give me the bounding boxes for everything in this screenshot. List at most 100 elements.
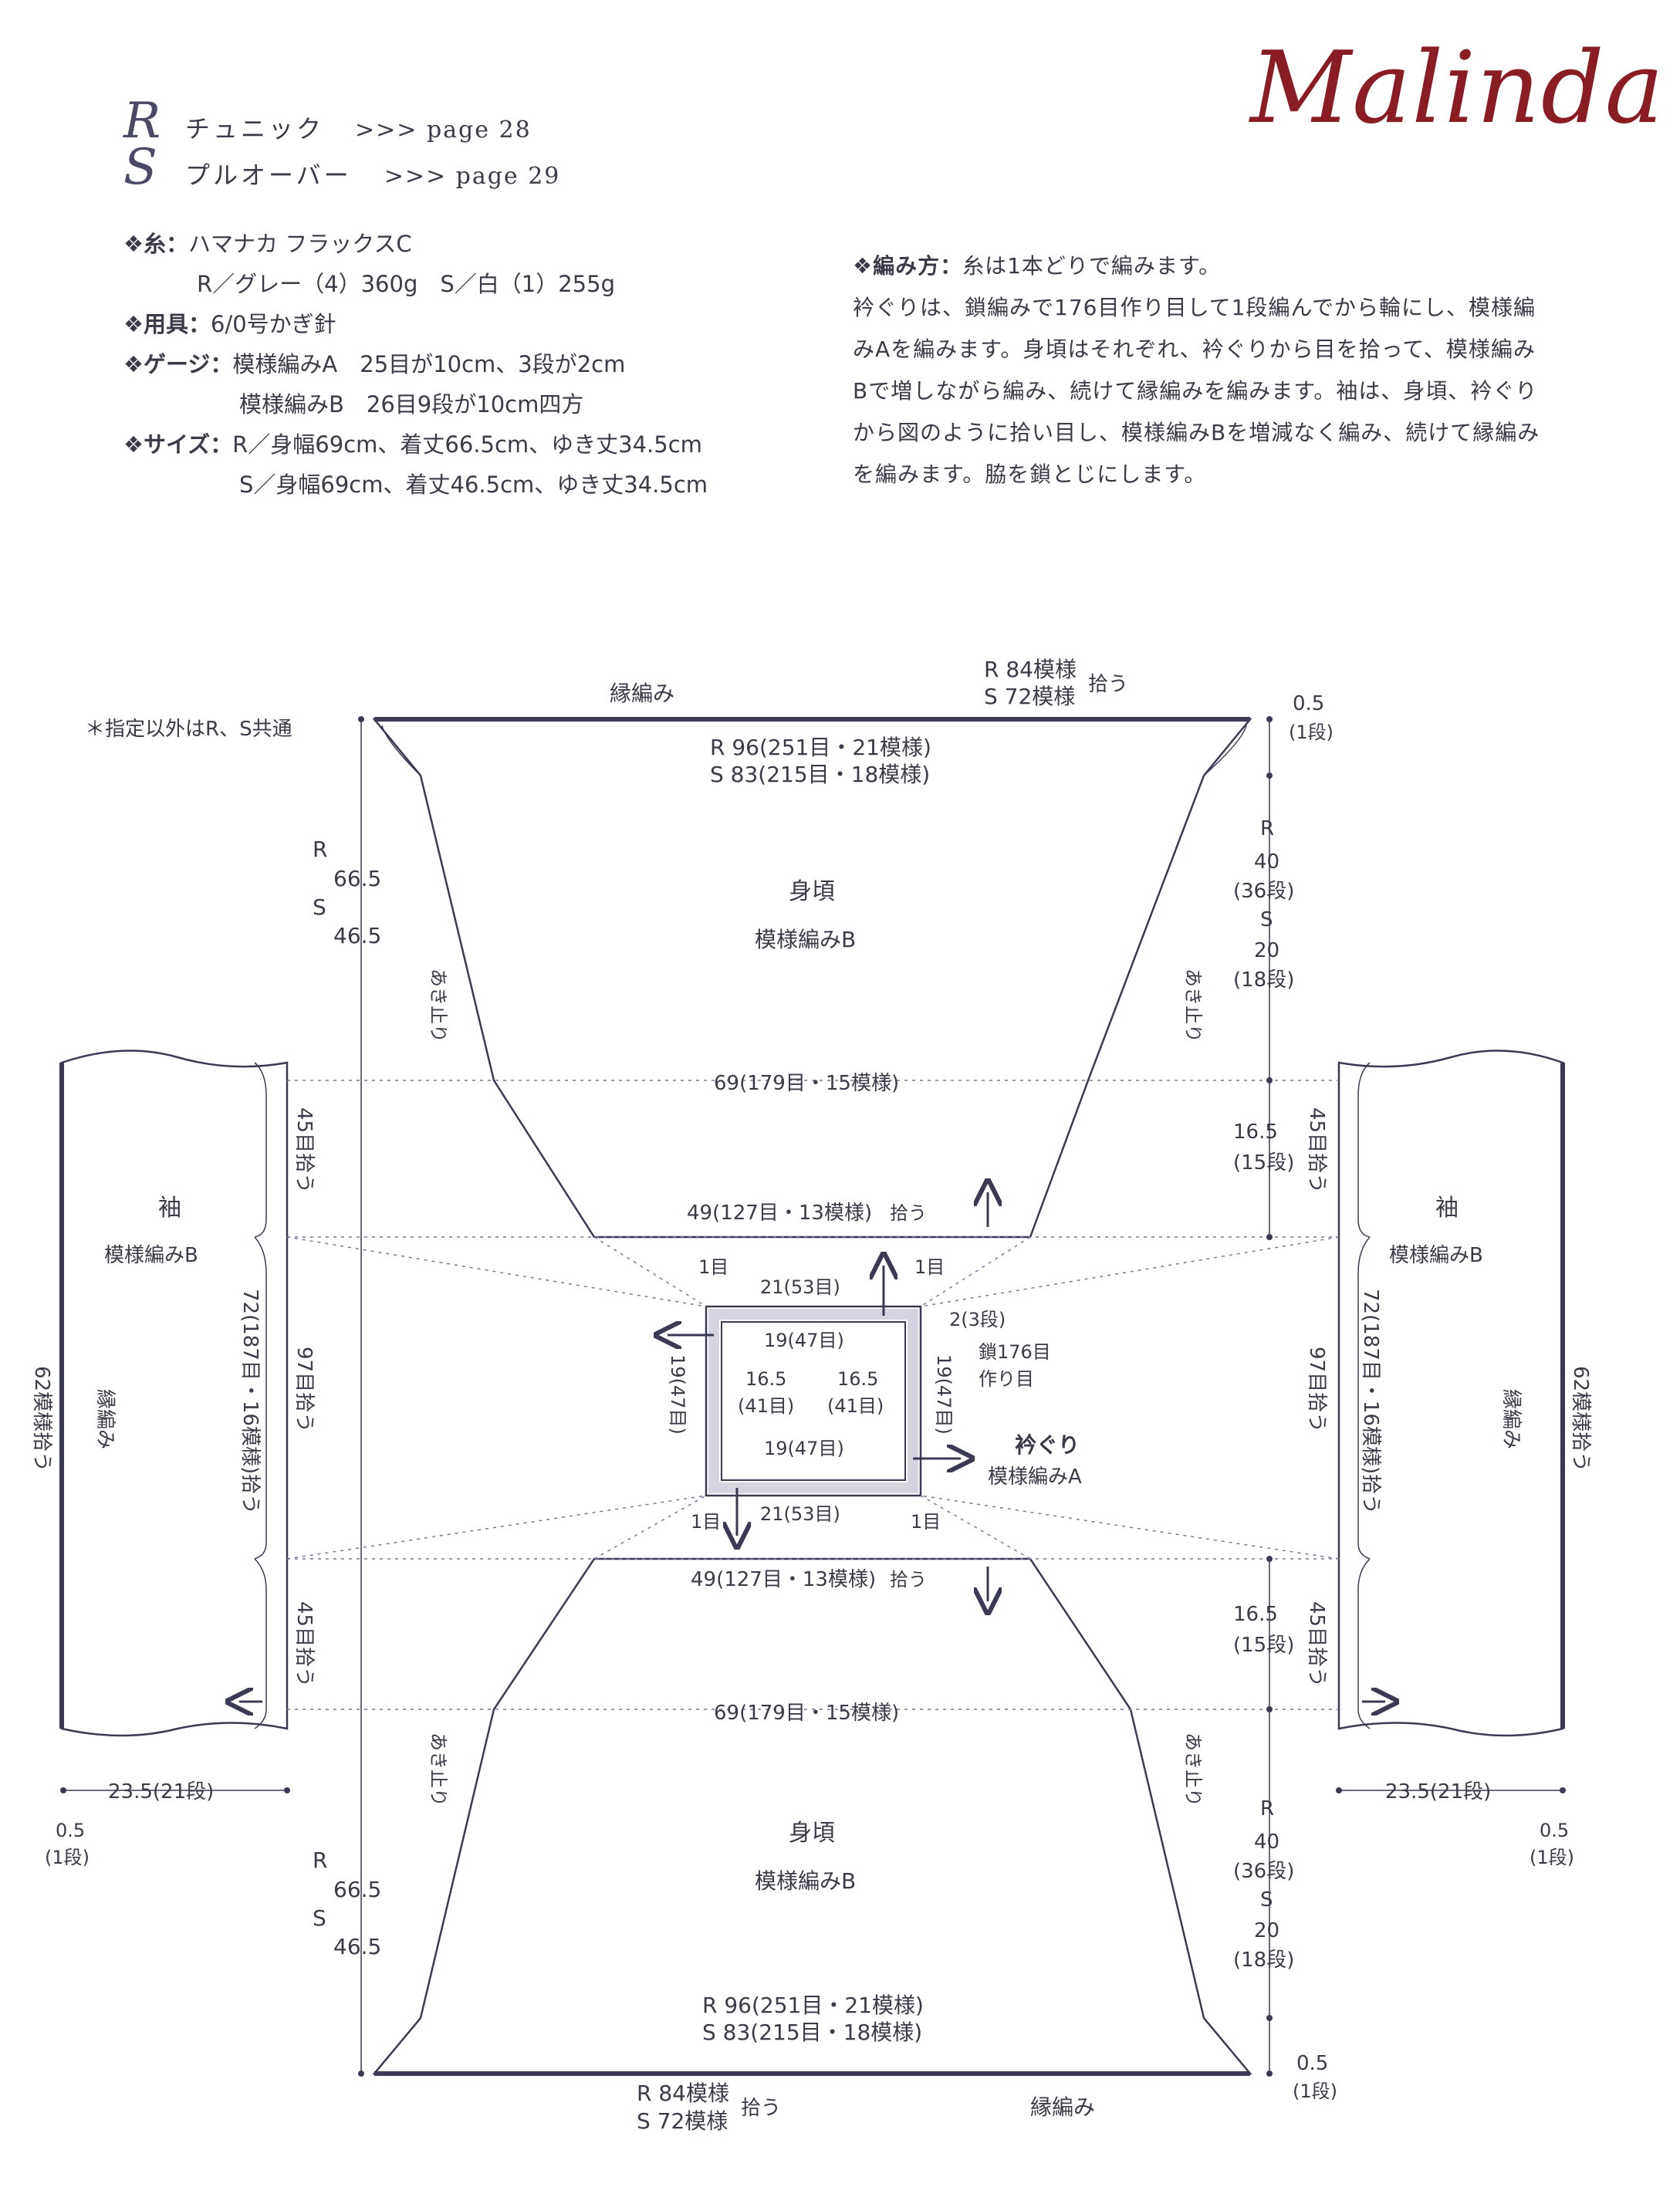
bottom-body-pattern: 模様編みB	[755, 1868, 856, 1894]
right-1row: (1段)	[1530, 1847, 1574, 1868]
height-r-top-val: 66.5	[333, 866, 381, 891]
collar-inner	[721, 1321, 906, 1481]
width-69-bot: 69(179目・15模様)	[714, 1702, 899, 1725]
height-s-bot-val: 46.5	[333, 1934, 381, 1959]
top-pick-r: R 84模様	[984, 657, 1077, 682]
right-len: 23.5(21段)	[1385, 1780, 1491, 1803]
top-pick-s: S 72模様	[984, 684, 1075, 709]
width-69-top: 69(179目・15模様)	[714, 1072, 899, 1095]
height-r-bot: R	[313, 1847, 327, 1873]
st1-tr: 1目	[914, 1256, 945, 1278]
side-r-bot-val: 40	[1254, 1830, 1279, 1854]
left-sleeve-pattern: 模様編みB	[104, 1244, 198, 1267]
tool-value: 6/0号かぎ針	[211, 311, 336, 337]
opening-top-left: あき止り	[428, 968, 449, 1043]
right-pick45-top: 45目拾う	[1305, 1107, 1328, 1193]
size-r: R／身幅69cm、着丈66.5cm、ゆき丈34.5cm	[232, 431, 702, 458]
side-r-top-val: 40	[1254, 850, 1279, 874]
neckline-pattern: 模様編みA	[988, 1465, 1082, 1489]
right-pick45-bot: 45目拾う	[1305, 1601, 1328, 1687]
height-s-bot: S	[313, 1905, 326, 1931]
spec-block: ❖糸：ハマナカ フラックスC R／グレー（4）360g S／白（1）255g ❖…	[123, 224, 708, 505]
right-pick62: 62模様拾う	[1569, 1366, 1592, 1472]
edge-bot-1row: (1段)	[1293, 2081, 1337, 2102]
gauge-label: ❖ゲージ：	[123, 351, 233, 377]
st1-tl: 1目	[698, 1256, 728, 1278]
left-05: 0.5	[56, 1820, 85, 1841]
collar-2rows: 2(3段)	[949, 1309, 1006, 1330]
st1-br: 1目	[911, 1511, 941, 1533]
bottom-pick-s: S 72模様	[637, 2108, 728, 2134]
side-s-top-rows: (18段)	[1233, 968, 1294, 992]
ref-name-tunic: チュニック	[185, 114, 325, 144]
side-r-top-rows: (36段)	[1233, 880, 1294, 903]
left-sleeve-outline	[60, 1050, 289, 1737]
opening-bot-left: あき止り	[428, 1732, 449, 1807]
howto-label: ❖編み方：	[853, 253, 963, 279]
height-s-top-val: 46.5	[333, 923, 381, 948]
howto-lead: 糸は1本どりで編みます。	[962, 253, 1222, 279]
ref-page-28: >>> page 28	[355, 117, 532, 144]
yarn-detail: R／グレー（4）360g S／白（1）255g	[197, 271, 615, 297]
side-s-top: S	[1260, 908, 1273, 931]
edge-top-1row: (1段)	[1289, 722, 1334, 743]
left-pick97: 97目拾う	[292, 1347, 316, 1432]
size-s: S／身幅69cm、着丈46.5cm、ゆき丈34.5cm	[239, 472, 708, 498]
ref-letter-s: S	[123, 139, 157, 196]
note-common: ＊指定以外はR、S共通	[85, 718, 292, 741]
ref-page-29: >>> page 29	[384, 163, 561, 190]
bottom-width-s: S 83(215目・18模様)	[702, 2020, 922, 2045]
collar-right-41: (41目)	[827, 1395, 884, 1417]
top-width-r: R 96(251目・21模様)	[710, 735, 931, 760]
height-r-bot-val: 66.5	[333, 1877, 381, 1902]
bottom-body-label: 身頃	[789, 1820, 835, 1847]
top-pick-label: 拾う	[1088, 673, 1128, 696]
ref-tunic: R チュニック >>> page 28	[123, 93, 532, 150]
left-1row: (1段)	[45, 1847, 90, 1868]
ref-pullover: S プルオーバー >>> page 29	[123, 139, 560, 196]
collar-top-21: 21(53目)	[760, 1276, 840, 1298]
bottom-pick-r: R 84模様	[637, 2081, 729, 2106]
right-sleeve-label: 袖	[1435, 1195, 1459, 1222]
top-body-outline	[372, 718, 1252, 1239]
side-r-bot: R	[1260, 1797, 1274, 1820]
left-len: 23.5(21段)	[108, 1780, 214, 1803]
right-sleeve-pattern: 模様編みB	[1389, 1244, 1483, 1267]
edge-bot-05: 0.5	[1296, 2052, 1328, 2075]
ref-name-pullover: プルオーバー	[185, 161, 352, 190]
collar-outer	[705, 1305, 922, 1497]
width-49-top: 49(127目・13模様)	[687, 1202, 872, 1225]
left-pick45-top: 45目拾う	[292, 1107, 316, 1193]
width-49-top-pick: 拾う	[890, 1202, 927, 1224]
top-edge-label: 縁編み	[610, 681, 674, 706]
neckline-label: 衿ぐり	[1015, 1432, 1080, 1458]
opening-bot-right: あき止り	[1182, 1732, 1204, 1807]
width-49-bot-pick: 拾う	[890, 1569, 927, 1590]
left-sleeve-label: 袖	[158, 1195, 181, 1222]
ref-letter-r: R	[123, 93, 161, 150]
bottom-width-r: R 96(251目・21模様)	[702, 1993, 924, 2018]
left-sleeve-width: 72(187目・16模様)拾う	[238, 1289, 262, 1514]
opening-top-right: あき止り	[1182, 968, 1204, 1043]
collar-bot-21: 21(53目)	[760, 1503, 840, 1525]
left-pick62: 62模様拾う	[30, 1366, 53, 1472]
top-width-s: S 83(215目・18模様)	[710, 762, 930, 787]
collar-right-19: 19(47目)	[933, 1354, 955, 1435]
gauge-a: 模様編みA 25目が10cm、3段が2cm	[232, 351, 626, 377]
side-r-top: R	[1260, 817, 1274, 840]
size-label: ❖サイズ：	[123, 431, 233, 458]
collar-right-165: 16.5	[837, 1368, 878, 1390]
tool-label: ❖用具：	[123, 311, 211, 337]
s165-top: 16.5	[1233, 1121, 1278, 1144]
collar-cast-on: 作り目	[979, 1368, 1034, 1390]
st1-bl: 1目	[691, 1511, 721, 1533]
side-s-bot-rows: (18段)	[1233, 1949, 1294, 1972]
s165-bot: 16.5	[1233, 1603, 1278, 1626]
top-body-label: 身頃	[789, 878, 835, 905]
howto-block: ❖編み方：糸は1本どりで編みます。 衿ぐりは、鎖編みで176目作り目して1段編ん…	[853, 245, 1547, 495]
left-pick45-bot: 45目拾う	[292, 1601, 316, 1687]
yarn-label: ❖糸：	[123, 231, 188, 257]
howto-body: 衿ぐりは、鎖編みで176目作り目して1段編んでから輪にし、模様編みAを編みます。…	[853, 295, 1540, 487]
s15-top: (15段)	[1233, 1151, 1294, 1175]
